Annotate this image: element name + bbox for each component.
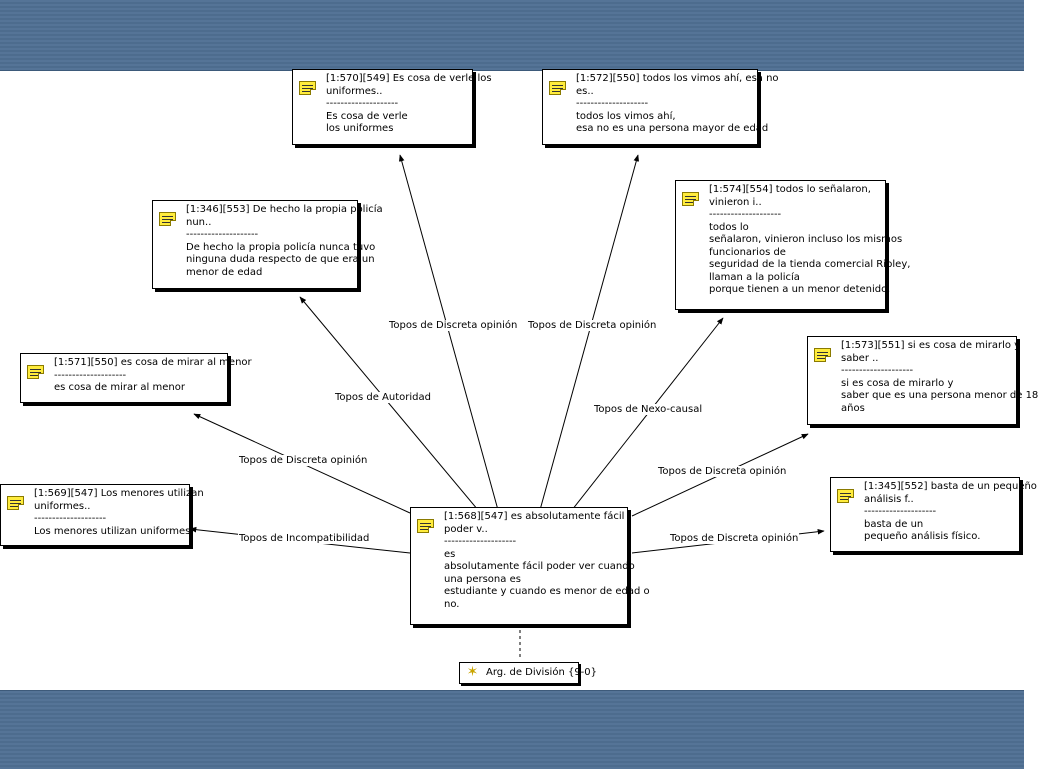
node-line: porque tienen a un menor detenido.: [709, 284, 891, 295]
node-line: señalaron, vinieron incluso los mismos: [709, 234, 903, 245]
argument-node[interactable]: ✶ Arg. de División {9-0}: [459, 662, 597, 684]
quote-node-345[interactable]: [1:345][552] basta de un pequeño análisi…: [830, 477, 1037, 552]
node-line: una persona es: [444, 573, 521, 585]
node-line: --------------------: [34, 513, 107, 524]
edge-label-569: Topos de Incompatibilidad: [238, 533, 371, 544]
edge-label-345: Topos de Discreta opinión: [669, 533, 800, 544]
quote-node-572[interactable]: [1:572][550] todos los vimos ahí, esa no…: [542, 69, 779, 145]
node-line: ninguna duda respecto de que era un: [186, 254, 375, 265]
node-line: [1:574][554] todos lo señalaron,: [709, 184, 871, 195]
node-line: [1:568][547] es absolutamente fácil: [444, 511, 625, 522]
node-line: es..: [576, 85, 594, 97]
node-line: --------------------: [864, 506, 937, 517]
node-line: estudiante y cuando es menor de edad o: [444, 586, 650, 597]
quotation-note-icon: [299, 81, 316, 95]
node-line: todos los vimos ahí,: [576, 110, 676, 122]
node-line: no.: [444, 598, 460, 610]
node-line: uniformes..: [326, 85, 383, 97]
node-line: --------------------: [186, 229, 259, 240]
node-line: llaman a la policía: [709, 271, 800, 283]
node-line: --------------------: [841, 365, 914, 376]
quotation-note-icon: [417, 519, 434, 533]
edge-label-572: Topos de Discreta opinión: [527, 320, 658, 331]
link-to-n570: [398, 154, 499, 511]
node-line: poder v..: [444, 523, 488, 535]
quotation-note-icon: [159, 212, 176, 226]
node-line: saber que es una persona menor de 18: [841, 390, 1038, 401]
node-line: --------------------: [54, 369, 127, 381]
node-line: [1:569][547] Los menores utilizan: [34, 488, 204, 499]
node-line: esa no es una persona mayor de edad: [576, 123, 769, 134]
node-line: --------------------: [576, 98, 649, 109]
edge-label-570: Topos de Discreta opinión: [388, 320, 519, 331]
node-line: vinieron i..: [709, 196, 762, 208]
node-line: [1:346][553] De hecho la propia policía: [186, 204, 383, 215]
node-line: seguridad de la tienda comercial Ripley,: [709, 259, 911, 270]
node-line: pequeño análisis físico.: [864, 531, 981, 542]
node-line: los uniformes: [326, 123, 394, 134]
node-line: uniformes..: [34, 500, 91, 512]
quote-node-569[interactable]: [1:569][547] Los menores utilizan unifor…: [0, 484, 204, 546]
quote-node-346[interactable]: [1:346][553] De hecho la propia policía …: [152, 200, 383, 289]
star-icon: ✶: [466, 664, 479, 680]
node-line: --------------------: [709, 209, 782, 220]
top-title-band: [0, 0, 1024, 71]
link-to-n572: [539, 154, 640, 511]
node-line: nun..: [186, 216, 212, 228]
node-line: Los menores utilizan uniformes: [34, 525, 191, 537]
quotation-note-icon: [549, 81, 566, 95]
edge-label-574: Topos de Nexo-causal: [593, 404, 704, 415]
quote-node-570[interactable]: [1:570][549] Es cosa de verle los unifor…: [292, 69, 492, 145]
bottom-footer-band: [0, 690, 1024, 769]
quotation-note-icon: [837, 489, 854, 503]
node-line: análisis f..: [864, 493, 914, 505]
node-line: [1:572][550] todos los vimos ahí, esa no: [576, 73, 779, 84]
node-line: De hecho la propia policía nunca tuvo: [186, 241, 376, 253]
node-line: --------------------: [326, 98, 399, 109]
argument-label: Arg. de División {9-0}: [486, 667, 598, 678]
node-line: años: [841, 402, 865, 414]
node-line: Es cosa de verle: [326, 110, 408, 122]
node-line: --------------------: [444, 536, 517, 547]
node-line: saber ..: [841, 352, 879, 364]
node-line: [1:570][549] Es cosa de verle los: [326, 73, 492, 84]
central-quote-node-568[interactable]: [1:568][547] es absolutamente fácil pode…: [410, 507, 650, 625]
quote-node-573[interactable]: [1:573][551] si es cosa de mirarlo y sab…: [807, 336, 1038, 425]
node-line: [1:345][552] basta de un pequeño: [864, 481, 1037, 492]
quotation-note-icon: [27, 365, 44, 379]
link-to-n346: [299, 296, 479, 511]
node-line: todos lo: [709, 221, 749, 233]
node-line: es: [444, 548, 456, 560]
node-line: [1:571][550] es cosa de mirar al menor: [54, 357, 252, 368]
quotation-note-icon: [682, 192, 699, 206]
node-line: [1:573][551] si es cosa de mirarlo y: [841, 340, 1021, 351]
node-line: funcionarios de: [709, 246, 786, 258]
node-line: basta de un: [864, 518, 924, 530]
quotation-note-icon: [7, 496, 24, 510]
edge-label-573: Topos de Discreta opinión: [657, 466, 788, 477]
node-line: absolutamente fácil poder ver cuando: [444, 561, 635, 572]
node-line: es cosa de mirar al menor: [54, 382, 185, 393]
quote-node-574[interactable]: [1:574][554] todos lo señalaron, viniero…: [675, 180, 911, 310]
quotation-note-icon: [814, 348, 831, 362]
node-line: menor de edad: [186, 266, 263, 278]
edge-label-571: Topos de Discreta opinión: [238, 455, 369, 466]
quote-node-571[interactable]: [1:571][550] es cosa de mirar al menor -…: [20, 353, 252, 403]
node-line: si es cosa de mirarlo y: [841, 377, 954, 389]
edge-label-346: Topos de Autoridad: [334, 392, 432, 403]
